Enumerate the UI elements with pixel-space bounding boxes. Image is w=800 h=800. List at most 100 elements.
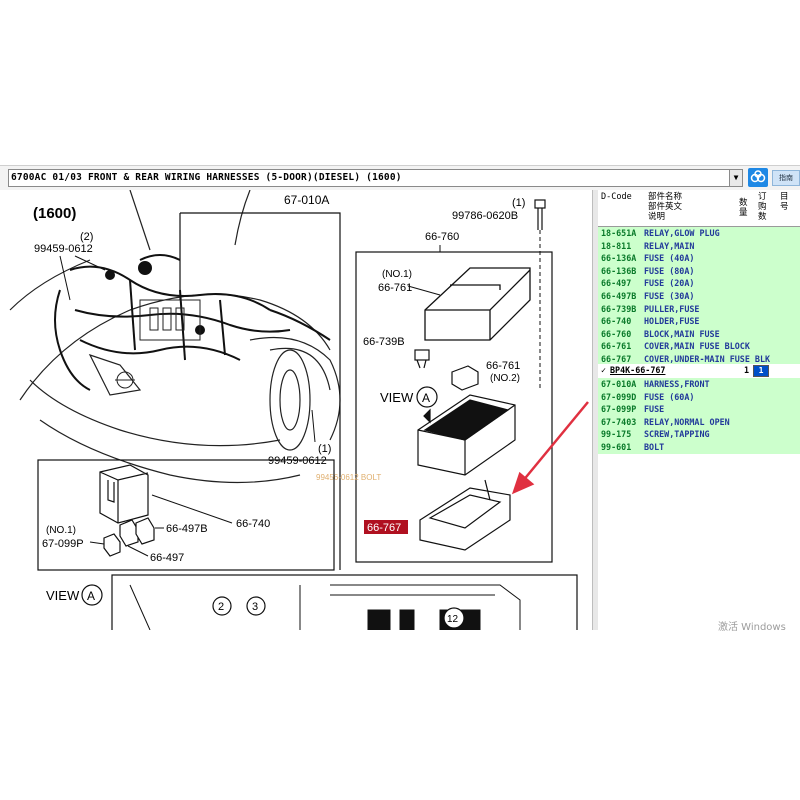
part-description: RELAY,GLOW PLUG [644, 228, 720, 238]
part-code: 66-767 [601, 354, 632, 364]
part-row[interactable]: 66-739B PULLER,FUSE [598, 302, 800, 316]
holder-leader [151, 494, 233, 524]
callout-3: 3 [252, 601, 258, 613]
fuse-holder-detail-box [37, 459, 335, 571]
part-code: 66-136A [601, 253, 637, 264]
fuse-block-detail-box [355, 251, 553, 563]
part-code: 99-601 [601, 442, 632, 452]
view-a-letter: A [422, 391, 430, 405]
part-code: 66-497B [601, 291, 637, 301]
fuse-puller [414, 349, 430, 369]
clip-left-label: 99459-0612 [34, 243, 93, 255]
part-row[interactable]: 66-136B FUSE (80A) [598, 264, 800, 278]
wiring-harness [54, 254, 331, 391]
part-description: RELAY,NORMAL OPEN [644, 416, 730, 427]
puller-label: 66-739B [363, 336, 405, 348]
part-description: HARNESS,FRONT [644, 379, 710, 389]
cover-761b-label: 66-761 [486, 360, 520, 372]
callout-12-circle [443, 607, 465, 629]
callout-12: 12 [447, 614, 459, 625]
part-description: COVER,MAIN FUSE BLOCK [644, 341, 750, 352]
part-row[interactable]: 66-767 COVER,UNDER-MAIN FUSE BLK [598, 353, 800, 366]
part-description: FUSE (40A) [644, 253, 695, 264]
part-row[interactable]: 66-136A FUSE (40A) [598, 252, 800, 265]
bolt-watermark: 99456-0612 BOLT [316, 473, 381, 482]
part-row[interactable]: 66-761 COVER,MAIN FUSE BLOCK [598, 340, 800, 353]
blank-area [0, 630, 800, 800]
part-description: HOLDER,FUSE [644, 316, 700, 327]
col-extra[interactable]: 目 号 [780, 192, 789, 212]
part-description: FUSE (80A) [644, 265, 695, 276]
clip-bottom-label: 99459-0612 [268, 455, 327, 467]
part-row[interactable]: 66-497B FUSE (30A) [598, 290, 800, 303]
chevron-down-icon[interactable]: ▼ [729, 169, 743, 187]
part-code: 66-761 [601, 341, 632, 352]
col-dcode[interactable]: D-Code [601, 192, 632, 202]
part-description: PULLER,FUSE [644, 303, 700, 314]
bolt-top-qty: (1) [512, 197, 525, 209]
view-a2-letter: A [87, 589, 95, 603]
bolt-icon [534, 199, 546, 230]
selected-part-code: BP4K-66-767 [610, 365, 666, 375]
fuse-holder [99, 464, 149, 524]
engine-detail [115, 299, 201, 389]
parts-diagram: (1600) [0, 190, 592, 630]
order-qty-input[interactable]: 1 [753, 365, 769, 377]
harness-label: 67-010A [284, 193, 329, 207]
part-code: 67-7403 [601, 416, 637, 427]
fuse-497-leader [127, 545, 149, 557]
cover-no1-label: (NO.1) [382, 269, 412, 280]
fuse-099p-leader [89, 541, 105, 545]
holder-label: 66-740 [236, 518, 270, 530]
part-description: COVER,UNDER-MAIN FUSE BLK [644, 354, 771, 364]
cover-761a-label: 66-761 [378, 282, 412, 294]
fuse-497-label: 66-497 [150, 552, 184, 564]
under-cover [419, 479, 511, 551]
cloud-logo-icon[interactable] [748, 168, 768, 187]
harness-leader [180, 212, 341, 570]
catalog-title-select[interactable]: 6700AC 01/03 FRONT & REAR WIRING HARNESS… [8, 169, 733, 187]
part-description: FUSE [644, 404, 665, 415]
guide-button[interactable]: 指南 [772, 170, 800, 186]
col-qty[interactable]: 数 量 [739, 198, 748, 218]
col-order[interactable]: 订 购 数 [758, 192, 767, 222]
view-a-label: VIEW [380, 390, 414, 405]
part-description: FUSE (30A) [644, 291, 695, 301]
part-row[interactable]: 67-7403 RELAY,NORMAL OPEN [598, 415, 800, 429]
view-a2-circle [81, 584, 103, 606]
part-code: 18-811 [601, 240, 632, 251]
check-icon[interactable]: ✓ [601, 365, 607, 375]
selected-part-qty: 1 [744, 365, 750, 375]
part-code: 66-497 [601, 278, 632, 289]
main-fuse-cover [424, 267, 531, 341]
part-description: FUSE (60A) [644, 391, 695, 402]
part-code: 66-739B [601, 303, 637, 314]
highlight-part-box[interactable] [364, 520, 408, 534]
block-label: 66-760 [425, 231, 459, 243]
small-cover [451, 365, 479, 391]
fuse-no1-label: (NO.1) [46, 525, 76, 536]
selected-part-row[interactable]: ✓ BP4K-66-767 1 1 [598, 364, 800, 377]
fuse-set [103, 517, 155, 557]
part-description: SCREW,TAPPING [644, 429, 710, 440]
fuse-099p-label: 67-099P [42, 538, 84, 550]
callout-2-circle [212, 596, 232, 616]
callout-3-circle [246, 596, 266, 616]
clip-bottom-qty: (1) [318, 443, 331, 455]
callout-2: 2 [218, 601, 224, 613]
cover-no2-label: (NO.2) [490, 373, 520, 384]
highlight-part-label[interactable]: 66-767 [367, 522, 401, 534]
title-bar: 6700AC 01/03 FRONT & REAR WIRING HARNESS… [0, 165, 800, 191]
part-code: 66-136B [601, 265, 637, 276]
col-name[interactable]: 部件名称 部件英文 说明 [648, 192, 683, 222]
